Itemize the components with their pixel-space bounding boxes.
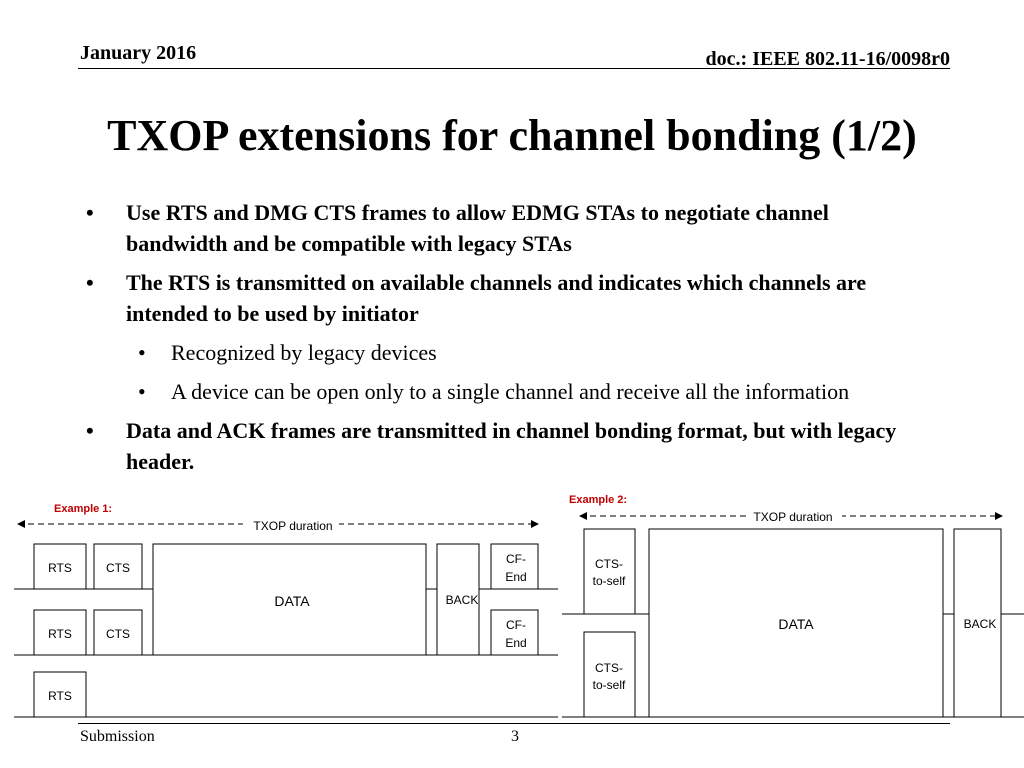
data-label: DATA	[274, 593, 310, 609]
sub-bullet-item: • Recognized by legacy devices	[80, 337, 920, 368]
rts-frame	[33, 671, 87, 718]
bullet-item: • Use RTS and DMG CTS frames to allow EDM…	[80, 197, 920, 259]
cts-to-self-label-1: CTS-	[595, 557, 623, 571]
txop-duration-label: TXOP duration	[253, 519, 332, 533]
header-doc-id: doc.: IEEE 802.11-16/0098r0	[705, 48, 950, 70]
bullet-text: The RTS is transmitted on available chan…	[126, 270, 867, 326]
cf-end-label-2: End	[505, 570, 526, 584]
sub-bullet-item: • A device can be open only to a single c…	[80, 376, 920, 407]
bullet-dot: •	[138, 379, 146, 404]
cts-frame	[93, 609, 143, 656]
bullet-text: Recognized by legacy devices	[171, 340, 437, 365]
bullet-text: A device can be open only to a single ch…	[171, 379, 850, 404]
page-number: 3	[511, 728, 519, 745]
arrow-label-bg	[243, 517, 339, 531]
cts-to-self-label-1: CTS-	[595, 661, 623, 675]
data-frame	[648, 528, 944, 718]
footer-submission: Submission	[80, 728, 155, 745]
cts-to-self-frame	[583, 631, 636, 718]
cts-to-self-label-2: to-self	[593, 574, 626, 588]
rts-label: RTS	[48, 561, 72, 575]
example-1-label: Example 1:	[54, 503, 112, 515]
cf-end-label-2: End	[505, 636, 526, 650]
back-frame	[953, 528, 1002, 718]
bullet-dot: •	[86, 200, 94, 225]
cts-to-self-frame	[583, 528, 636, 615]
bullet-list: • Use RTS and DMG CTS frames to allow EDM…	[80, 197, 920, 485]
back-label: BACK	[446, 593, 479, 607]
cts-to-self-label-2: to-self	[593, 678, 626, 692]
header-divider	[78, 68, 950, 69]
rts-label: RTS	[48, 689, 72, 703]
cts-label: CTS	[106, 561, 130, 575]
back-frame	[436, 543, 480, 656]
bullet-dot: •	[138, 340, 146, 365]
txop-duration-label: TXOP duration	[753, 510, 832, 524]
example-2-diagram: Example 2: TXOP duration CTS- to-self CT…	[562, 494, 1024, 718]
cf-end-label-1: CF-	[506, 552, 526, 566]
cts-label: CTS	[106, 627, 130, 641]
bullet-text: Data and ACK frames are transmitted in c…	[126, 418, 897, 474]
bullet-item: • Data and ACK frames are transmitted in …	[80, 415, 920, 477]
footer-divider	[78, 723, 950, 724]
rts-frame	[33, 543, 87, 590]
header-date: January 2016	[80, 42, 197, 64]
rts-label: RTS	[48, 627, 72, 641]
bullet-dot: •	[86, 418, 94, 443]
slide-title: TXOP extensions for channel bonding (1/2…	[107, 111, 917, 160]
example-1-diagram: Example 1: TXOP duration RTS CTS RTS CTS…	[14, 503, 558, 718]
cts-frame	[93, 543, 143, 590]
example-2-label: Example 2:	[569, 494, 627, 506]
data-label: DATA	[778, 616, 814, 632]
bullet-dot: •	[86, 270, 94, 295]
cf-end-label-1: CF-	[506, 618, 526, 632]
rts-frame	[33, 609, 87, 656]
bullet-text: Use RTS and DMG CTS frames to allow EDMG…	[126, 200, 829, 256]
cf-end-frame	[490, 609, 539, 656]
cf-end-frame	[490, 543, 539, 590]
arrow-label-bg	[746, 509, 842, 523]
back-label: BACK	[964, 617, 997, 631]
bullet-item: • The RTS is transmitted on available cha…	[80, 267, 920, 329]
data-frame	[152, 543, 427, 656]
